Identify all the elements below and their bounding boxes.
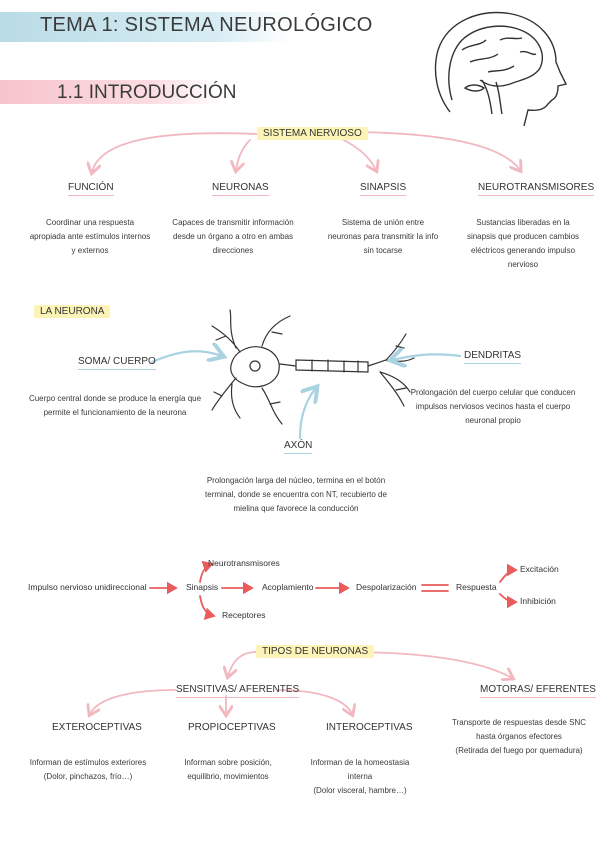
neurotransmisores-description: Sustancias liberadas en la sinapsis que …	[466, 218, 580, 269]
section-highlight	[0, 80, 220, 104]
inhibicion-flow-label: Inhibición	[520, 596, 556, 606]
neuronas-label: NEURONAS	[212, 182, 269, 196]
acoplamiento-flow-label: Acoplamiento	[262, 582, 314, 592]
propioceptivas-label: PROPIOCEPTIVAS	[188, 722, 276, 733]
neurotransmisores-label: NEUROTRANSMISORES	[478, 182, 595, 196]
funcion-label: FUNCIÓN	[68, 182, 114, 196]
interoceptivas-description: Informan de la homeostasia interna (Dolo…	[310, 758, 410, 795]
soma-description: Cuerpo central donde se produce la energ…	[28, 394, 202, 417]
excitacion-flow-label: Excitación	[520, 564, 559, 574]
dendritas-label: DENDRITAS	[464, 350, 522, 364]
respuesta-flow-label: Respuesta	[456, 582, 497, 592]
despolarizacion-flow-label: Despolarización	[356, 582, 417, 592]
neuron-illustration	[211, 309, 415, 425]
neuronas-description: Capaces de transmitir información desde …	[172, 218, 294, 255]
axon-label: AXÓN	[284, 440, 313, 454]
title-highlight	[0, 12, 290, 42]
funcion-description: Coordinar una respuesta apropiada ante e…	[29, 218, 151, 255]
tipos-neuronas-label: TIPOS DE NEURONAS	[256, 645, 375, 658]
sistema-nervioso-label: SISTEMA NERVIOSO	[257, 127, 368, 140]
neurotransmisores-flow-label: Neurotransmisores	[208, 558, 280, 568]
sinapsis-label: SINAPSIS	[360, 182, 407, 196]
interoceptivas-label: INTEROCEPTIVAS	[326, 722, 413, 733]
propioceptivas-description: Informan sobre posición, equilibrio, mov…	[184, 758, 272, 781]
section-title: 1.1 INTRODUCCIÓN	[57, 82, 237, 103]
head-brain-illustration	[434, 11, 568, 127]
exteroceptivas-description: Informan de estímulos exteriores (Dolor,…	[29, 758, 147, 781]
exteroceptivas-label: EXTEROCEPTIVAS	[52, 722, 142, 733]
sinapsis-flow-label: Sinapsis	[186, 582, 219, 592]
axon-description: Prolongación larga del núcleo, termina e…	[205, 476, 387, 513]
la-neurona-heading: LA NEURONA	[34, 305, 111, 318]
motoras-description: Transporte de respuestas desde SNC hasta…	[452, 718, 586, 755]
sensitivas-label: SENSITIVAS/ AFERENTES	[176, 684, 300, 698]
soma-label: SOMA/ CUERPO	[78, 356, 156, 370]
receptores-flow-label: Receptores	[222, 610, 266, 620]
dendritas-description: Prolongación del cuerpo celular que cond…	[410, 388, 576, 425]
motoras-label: MOTORAS/ EFERENTES	[480, 684, 596, 698]
page-title: TEMA 1: SISTEMA NEUROLÓGICO	[40, 14, 373, 36]
sinapsis-description: Sistema de unión entre neuronas para tra…	[327, 218, 439, 255]
impulso-label: Impulso nervioso unidireccional	[28, 582, 147, 592]
